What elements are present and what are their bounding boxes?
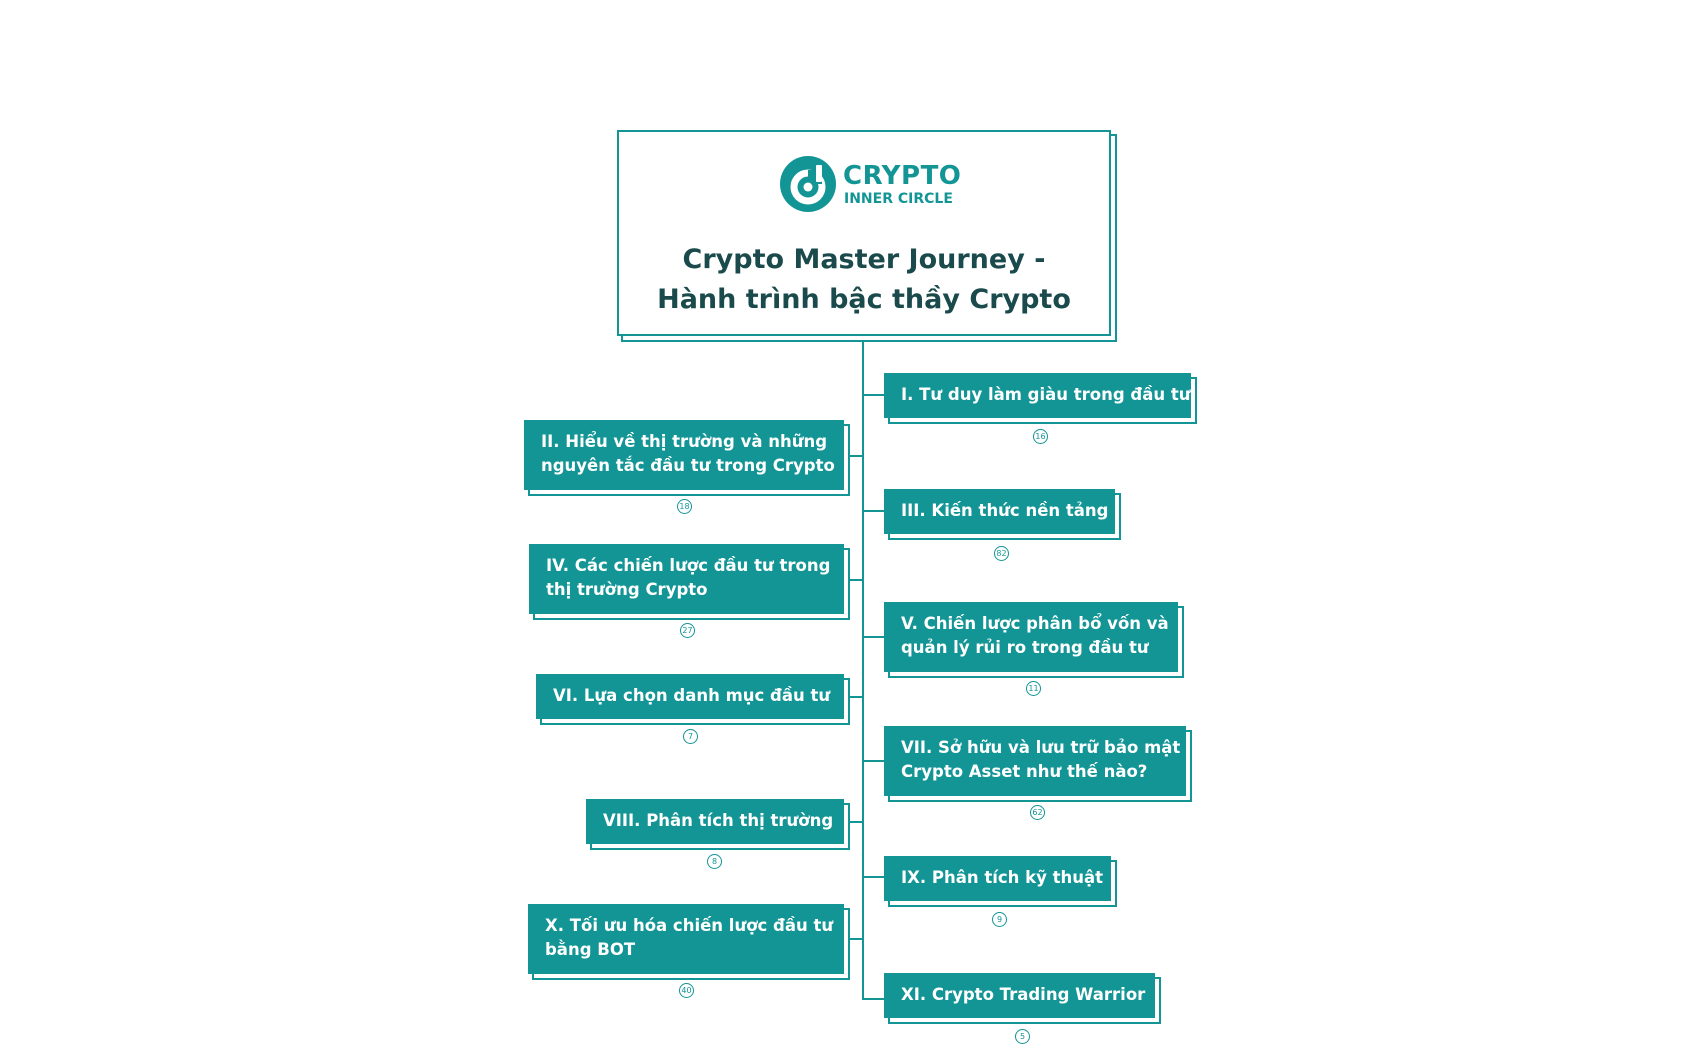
topic-node-2[interactable]: II. Hiểu về thị trường và những nguyên t… <box>524 420 844 490</box>
count-badge-3[interactable]: 82 <box>994 546 1009 561</box>
topic-node-8[interactable]: VIII. Phân tích thị trường <box>586 799 844 844</box>
count-badge-1[interactable]: 16 <box>1033 429 1048 444</box>
topic-label-line-2: quản lý rủi ro trong đầu tư <box>901 638 1149 657</box>
count-badge-4[interactable]: 27 <box>680 623 695 638</box>
topic-label: VI. Lựa chọn danh mục đầu tư <box>553 686 831 705</box>
count-badge-2[interactable]: 18 <box>677 499 692 514</box>
topic-label: III. Kiến thức nền tảng <box>901 501 1109 520</box>
topic-node-3[interactable]: III. Kiến thức nền tảng <box>884 489 1115 534</box>
root-topic[interactable]: CRYPTO INNER CIRCLE Crypto Master Journe… <box>617 130 1111 336</box>
topic-node-6[interactable]: VI. Lựa chọn danh mục đầu tư <box>536 674 844 719</box>
topic-node-9[interactable]: IX. Phân tích kỹ thuật <box>884 856 1111 901</box>
topic-node-4[interactable]: IV. Các chiến lược đầu tư trong thị trườ… <box>529 544 844 614</box>
count-badge-9[interactable]: 9 <box>992 912 1007 927</box>
count-badge-11[interactable]: 5 <box>1015 1029 1030 1044</box>
topic-label-line-2: nguyên tắc đầu tư trong Crypto <box>541 456 835 475</box>
topic-label-line-2: thị trường Crypto <box>546 580 708 599</box>
topic-label-line-2: bằng BOT <box>545 940 636 959</box>
topic-node-11[interactable]: XI. Crypto Trading Warrior <box>884 973 1155 1018</box>
root-title: Crypto Master Journey - Hành trình bậc t… <box>619 240 1109 320</box>
topic-node-1[interactable]: I. Tư duy làm giàu trong đầu tư <box>884 373 1191 418</box>
logo-text: CRYPTO <box>843 161 962 191</box>
root-title-line-2: Hành trình bậc thầy Crypto <box>657 284 1071 315</box>
topic-label-line-1: V. Chiến lược phân bổ vốn và <box>901 614 1169 633</box>
topic-label: XI. Crypto Trading Warrior <box>901 985 1146 1004</box>
topic-label-line-2: Crypto Asset như thế nào? <box>901 762 1148 781</box>
root-title-line-1: Crypto Master Journey - <box>682 244 1046 275</box>
topic-label: VIII. Phân tích thị trường <box>603 811 834 830</box>
topic-label: IX. Phân tích kỹ thuật <box>901 868 1104 887</box>
logo: CRYPTO INNER CIRCLE <box>779 154 962 214</box>
count-badge-6[interactable]: 7 <box>683 729 698 744</box>
count-badge-7[interactable]: 62 <box>1030 805 1045 820</box>
topic-node-5[interactable]: V. Chiến lược phân bổ vốn và quản lý rủi… <box>884 602 1178 672</box>
crypto-inner-circle-logo-icon <box>780 156 836 212</box>
topic-label-line-1: X. Tối ưu hóa chiến lược đầu tư <box>545 916 834 935</box>
topic-label: I. Tư duy làm giàu trong đầu tư <box>901 385 1191 404</box>
topic-label-line-1: II. Hiểu về thị trường và những <box>541 432 828 451</box>
topic-label-line-1: VII. Sở hữu và lưu trữ bảo mật <box>901 738 1181 757</box>
count-badge-8[interactable]: 8 <box>707 854 722 869</box>
topic-node-7[interactable]: VII. Sở hữu và lưu trữ bảo mật Crypto As… <box>884 726 1186 796</box>
topic-node-10[interactable]: X. Tối ưu hóa chiến lược đầu tư bằng BOT <box>528 904 844 974</box>
count-badge-5[interactable]: 11 <box>1026 681 1041 696</box>
topic-label-line-1: IV. Các chiến lược đầu tư trong <box>546 556 831 575</box>
logo-subtext: INNER CIRCLE <box>844 191 953 207</box>
count-badge-10[interactable]: 40 <box>679 983 694 998</box>
